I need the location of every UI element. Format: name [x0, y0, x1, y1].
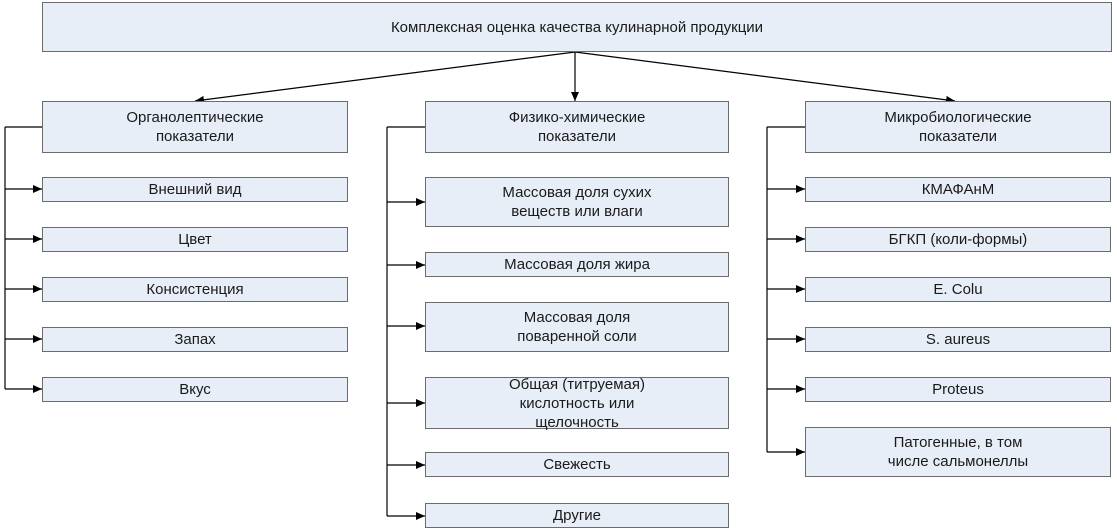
physchem-item: Массовая доля жира [425, 252, 729, 277]
root-node: Комплексная оценка качества кулинарной п… [42, 2, 1112, 52]
physchem-item: Массовая доля сухих веществ или влаги [425, 177, 729, 227]
micro-header: Микробиологические показатели [805, 101, 1111, 153]
physchem-item: Массовая доля поваренной соли [425, 302, 729, 352]
micro-item: E. Colu [805, 277, 1111, 302]
organoleptic-item: Запах [42, 327, 348, 352]
organoleptic-header: Органолептические показатели [42, 101, 348, 153]
organoleptic-item: Вкус [42, 377, 348, 402]
micro-item: Патогенные, в том числе сальмонеллы [805, 427, 1111, 477]
micro-item: Proteus [805, 377, 1111, 402]
organoleptic-item: Внешний вид [42, 177, 348, 202]
physchem-header: Физико-химические показатели [425, 101, 729, 153]
physchem-item: Другие [425, 503, 729, 528]
micro-item: БГКП (коли-формы) [805, 227, 1111, 252]
arrow-root-to-micro [574, 51, 956, 104]
organoleptic-item: Консистенция [42, 277, 348, 302]
micro-item: S. aureus [805, 327, 1111, 352]
physchem-item: Свежесть [425, 452, 729, 477]
micro-item: КМАФАнМ [805, 177, 1111, 202]
physchem-item: Общая (титруемая) кислотность или щелочн… [425, 376, 729, 431]
arrow-root-to-organoleptic [194, 51, 576, 104]
organoleptic-item: Цвет [42, 227, 348, 252]
